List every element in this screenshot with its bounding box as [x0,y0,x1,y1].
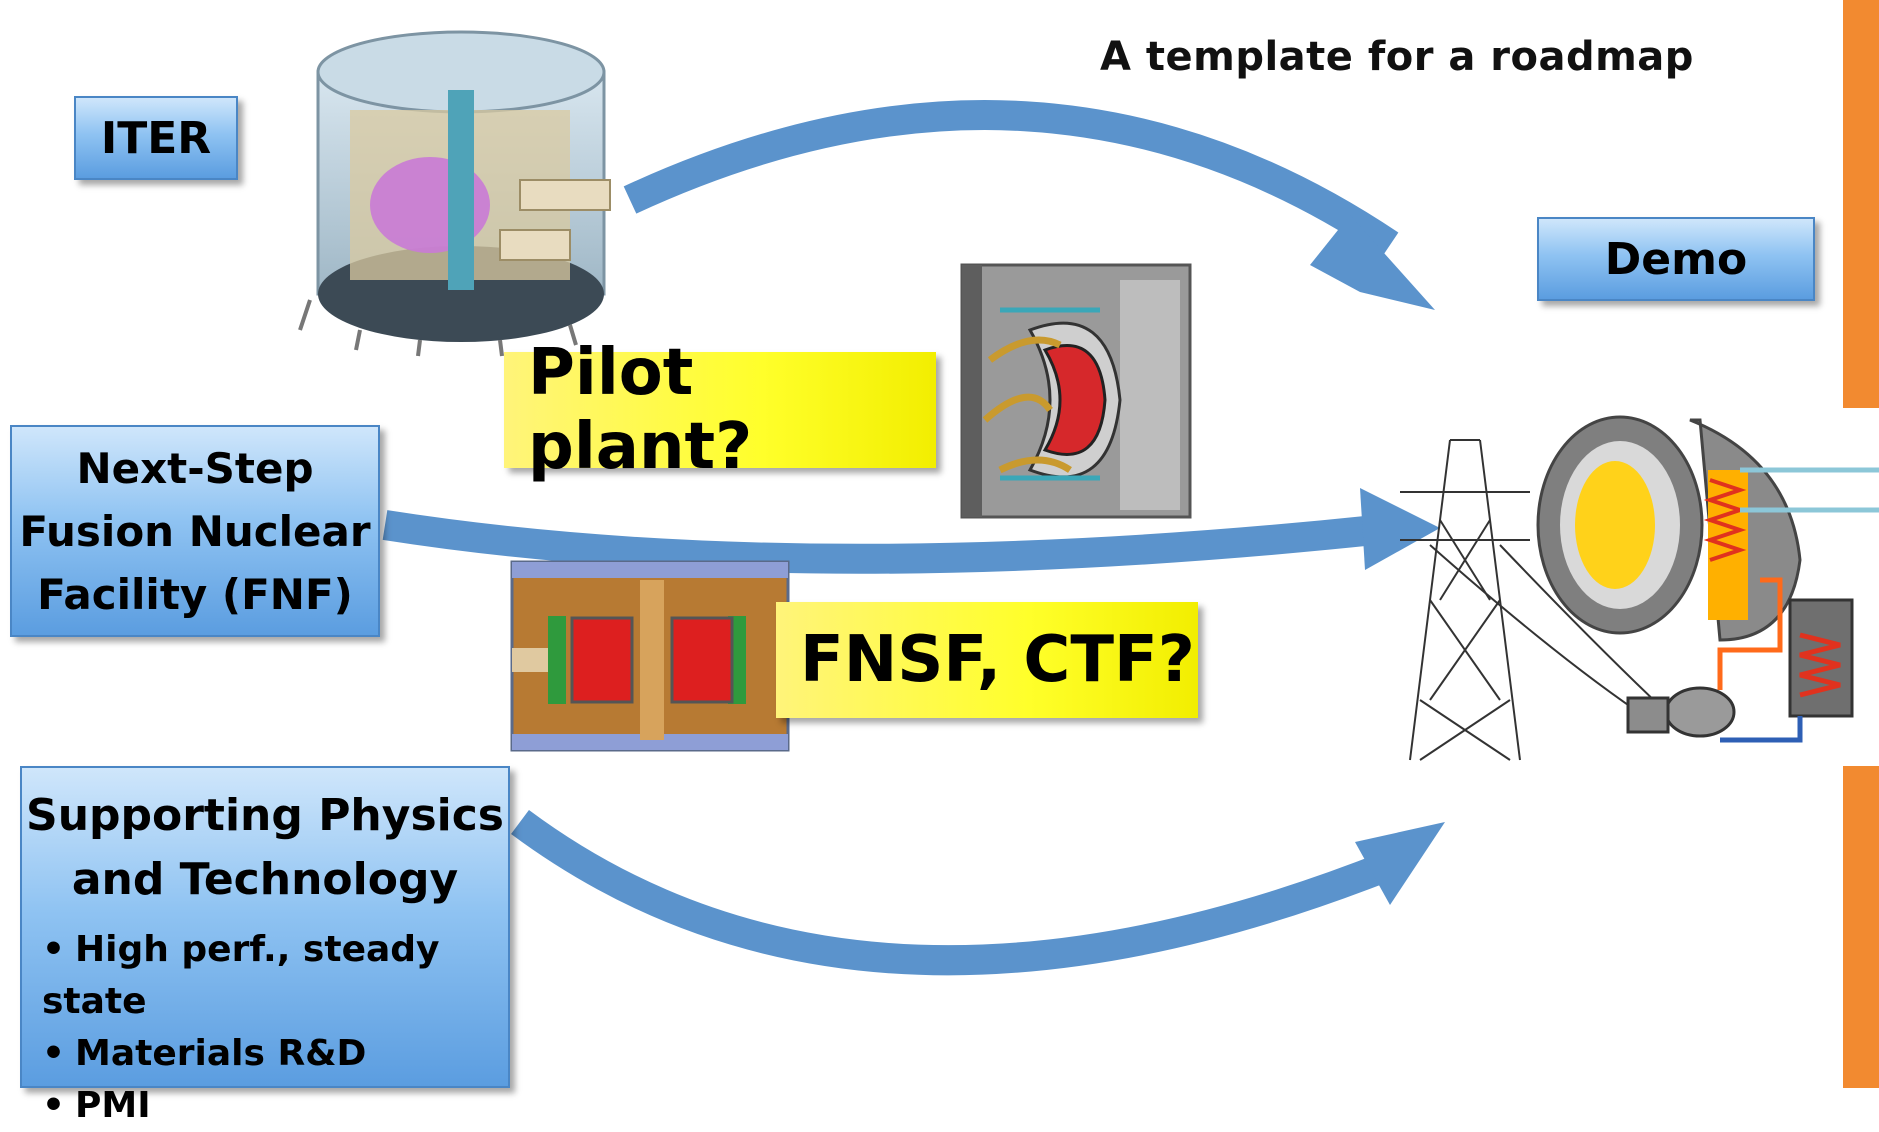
pilot-plant-callout: Pilot plant? [504,336,936,484]
arrow-support-to-demo [511,809,1445,976]
fnf-line: Facility (FNF) [37,569,353,619]
fnsf-label: FNSF, CTF? [800,623,1195,697]
accent-bar-top [1843,0,1879,408]
support-item-label: Materials R&D [75,1032,367,1074]
pilot-plant-label: Pilot plant? [528,336,753,484]
bullet-icon: • [42,928,66,970]
support-list: •High perf., steady state •Materials R&D… [22,924,508,1132]
iter-box: ITER [74,96,238,180]
demo-box: Demo [1537,217,1815,301]
support-heading-line: and Technology [71,853,459,905]
power-transmission-tower [1400,439,1681,761]
bullet-icon: • [42,1085,66,1127]
fnf-line: Next-Step [76,443,314,493]
support-box: Supporting Physics and Technology •High … [20,766,510,1126]
fnsf-device-cross-section [510,560,790,752]
page-title: A template for a roadmap [1100,34,1694,80]
pilot-plant-cross-section [960,263,1192,519]
bullet-icon: • [42,1032,66,1074]
demo-label: Demo [1604,233,1748,285]
arrow-iter-to-demo [623,100,1435,310]
demo-power-plant-illustration [1536,415,1879,743]
list-item: •Materials R&D [42,1028,508,1080]
support-item-label: High perf., steady state [42,928,440,1022]
support-item-label: PMI [75,1085,151,1127]
iter-label: ITER [100,112,212,164]
iter-tokamak-illustration [298,30,611,357]
list-item: •High perf., steady state [42,924,508,1028]
arrow-fnf-to-demo [382,488,1440,574]
accent-bar-bottom [1843,766,1879,1088]
roadmap-diagram [298,30,1879,976]
fnf-box: Next-Step Fusion Nuclear Facility (FNF) [10,425,380,637]
fnf-line: Fusion Nuclear [19,506,371,556]
fnsf-callout: FNSF, CTF? [776,602,1198,718]
support-heading-line: Supporting Physics [26,790,504,841]
